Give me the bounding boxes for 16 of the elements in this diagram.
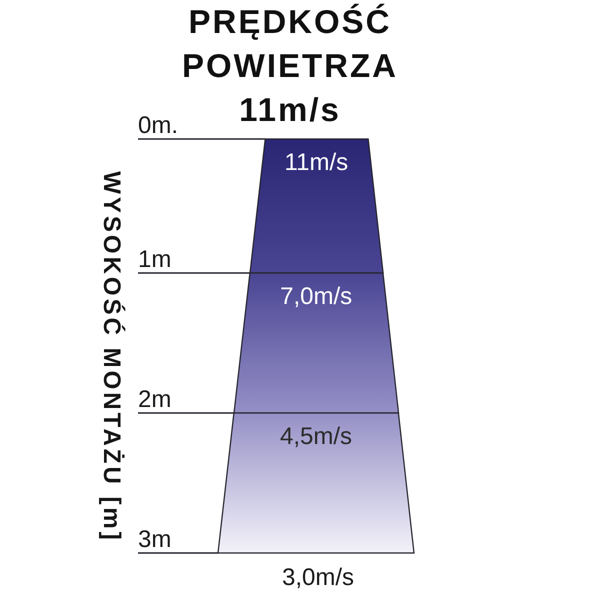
height-label: 1m xyxy=(138,248,172,273)
level-line xyxy=(138,412,234,414)
gradient-band xyxy=(234,273,398,413)
level-line xyxy=(138,552,218,554)
speed-value: 7,0m/s xyxy=(280,285,352,309)
level-line xyxy=(138,138,265,140)
level-line xyxy=(138,272,250,274)
height-label: 0m. xyxy=(138,114,178,139)
speed-value: 11m/s xyxy=(284,151,348,175)
gradient-band xyxy=(218,413,414,553)
speed-value: 4,5m/s xyxy=(280,425,352,449)
height-label: 3m xyxy=(138,528,172,553)
axis-title: WYSOKOŚĆ MONTAŻU [m] xyxy=(98,171,124,543)
height-label: 2m xyxy=(138,388,172,413)
gradient-band xyxy=(250,139,383,273)
speed-value: 3,0m/s xyxy=(282,566,354,590)
